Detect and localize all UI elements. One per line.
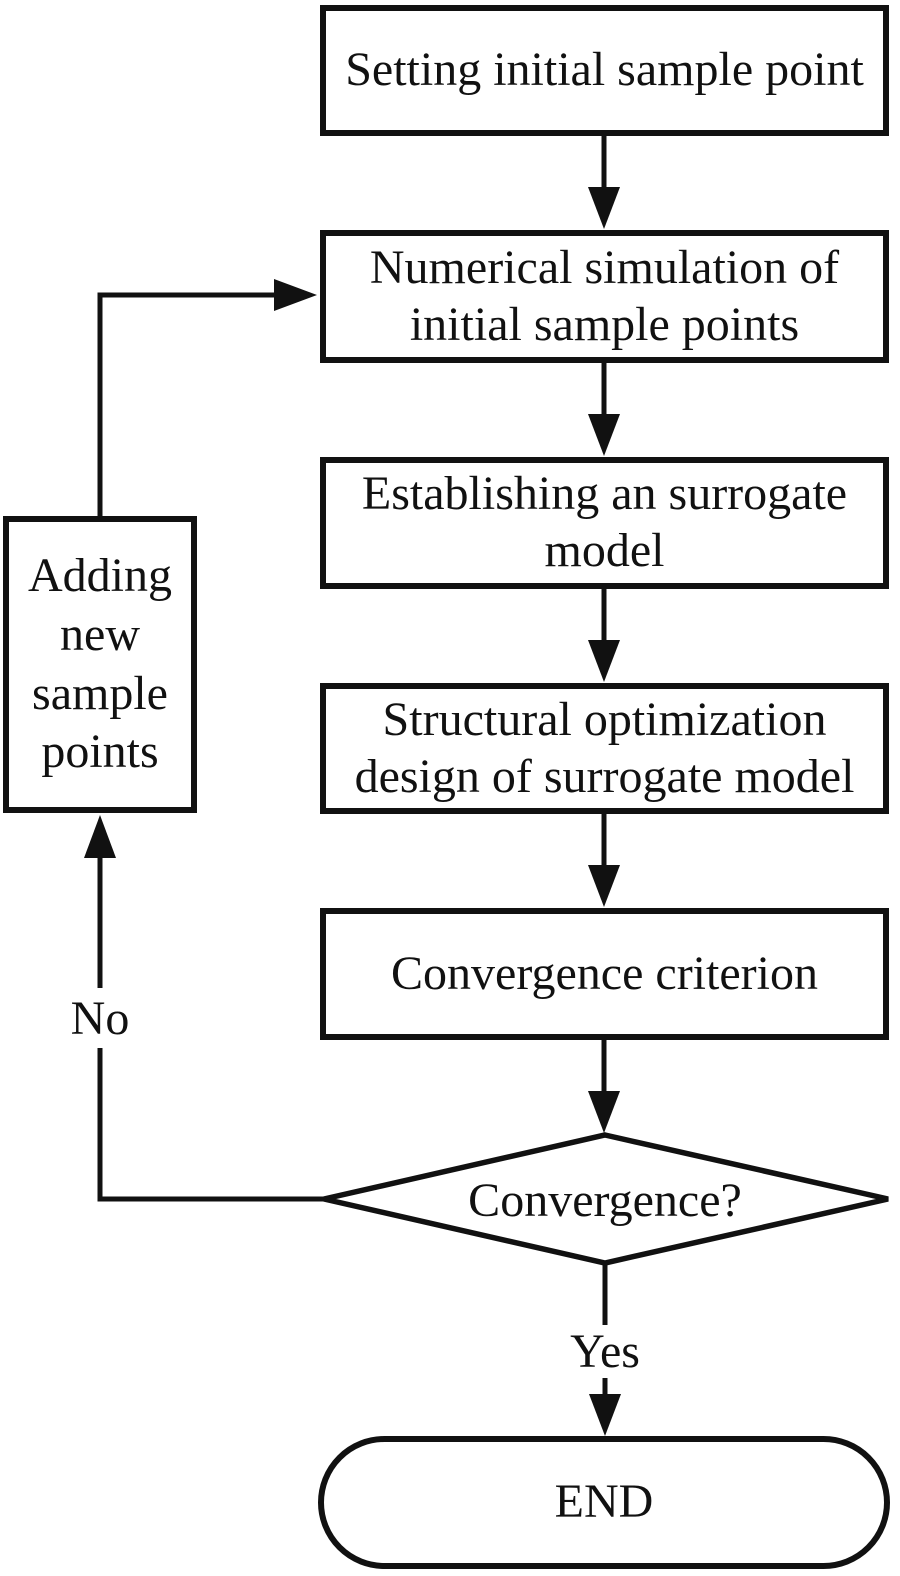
arrowhead-down-icon	[588, 187, 620, 229]
edge-decision-no-to-adding	[84, 815, 326, 1202]
node-adding-new-sample-points: Adding new sample points	[3, 516, 197, 813]
node-numerical-simulation: Numerical simulation of initial sample p…	[320, 230, 889, 363]
edge-criterion-to-decision	[588, 1040, 620, 1133]
arrowhead-up-icon	[84, 815, 116, 858]
arrowhead-down-icon	[588, 414, 620, 456]
edge-adding-to-simulation	[97, 279, 317, 516]
edge-label-no: No	[45, 991, 155, 1045]
edge-label-yes: Yes	[520, 1325, 690, 1378]
arrowhead-down-icon	[588, 1091, 620, 1133]
edge-setting-to-simulation	[588, 136, 620, 229]
node-end-terminator: END	[318, 1436, 890, 1569]
edge-line-horizontal	[97, 1048, 326, 1202]
arrowhead-down-icon	[588, 640, 620, 682]
arrowhead-down-icon	[588, 865, 620, 907]
edge-surrogate-to-optimization	[588, 589, 620, 682]
node-structural-optimization-design: Structural optimization design of surrog…	[320, 683, 889, 814]
edge-line	[97, 292, 276, 516]
edge-decision-yes-to-end	[589, 1263, 621, 1436]
decision-diamond-shape	[323, 1132, 889, 1266]
edge-optimization-to-criterion	[588, 814, 620, 907]
arrowhead-right-icon	[274, 279, 317, 311]
edge-simulation-to-surrogate	[588, 363, 620, 456]
node-establishing-surrogate-model: Establishing an surrogate model	[320, 457, 889, 589]
node-convergence-criterion: Convergence criterion	[320, 908, 889, 1040]
node-decision-convergence-label: Convergence?	[468, 1173, 742, 1227]
arrowhead-down-icon	[589, 1394, 621, 1436]
node-setting-initial-sample-point: Setting initial sample point	[320, 5, 889, 136]
